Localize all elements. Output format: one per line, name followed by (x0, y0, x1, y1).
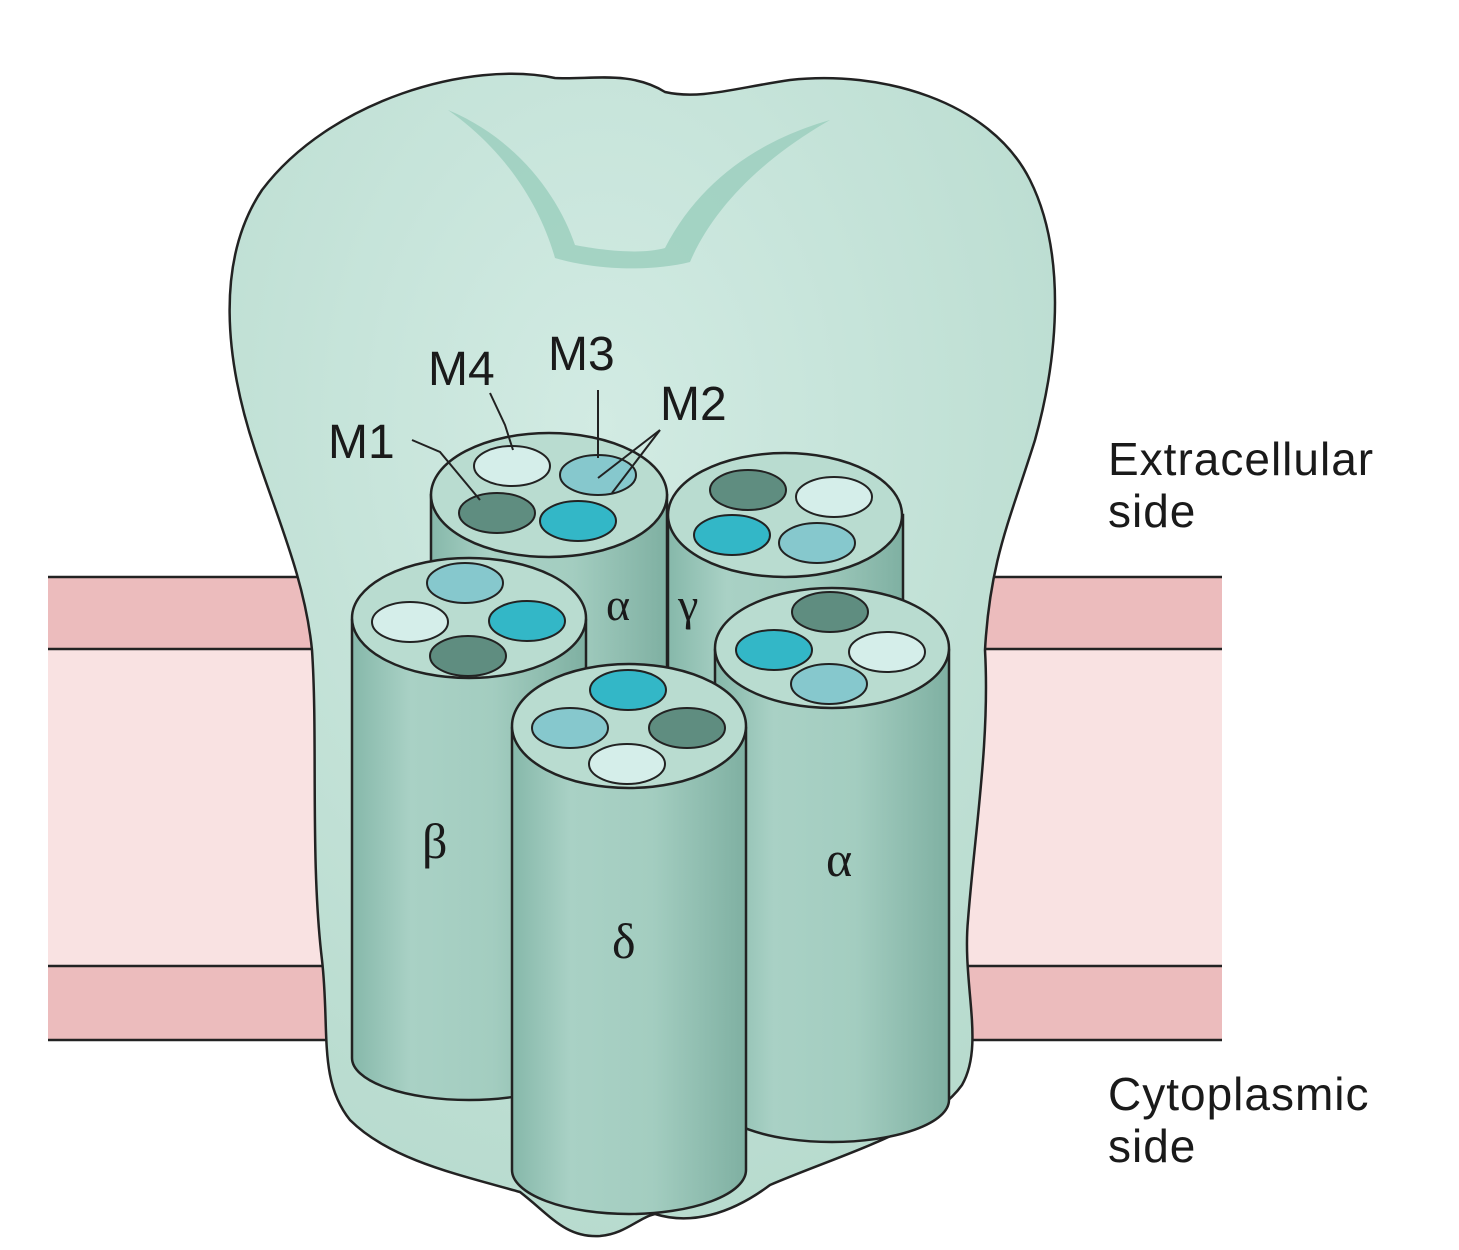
label-subunit-gamma: γ (677, 579, 698, 630)
label-subunit-delta: δ (612, 913, 636, 969)
helix-m1 (459, 493, 535, 533)
extracellular-line1: Extracellular (1108, 433, 1374, 485)
label-m4: M4 (428, 343, 495, 396)
helix-m2 (540, 501, 616, 541)
helix-m4 (474, 446, 550, 486)
cytoplasmic-side-label: Cytoplasmic side (1108, 1068, 1370, 1172)
extracellular-side-label: Extracellular side (1108, 433, 1374, 537)
cytoplasmic-line1: Cytoplasmic (1108, 1068, 1370, 1120)
label-m2: M2 (660, 378, 727, 431)
label-subunit-beta: β (422, 813, 447, 869)
label-m3: M3 (548, 328, 615, 381)
cytoplasmic-line2: side (1108, 1120, 1370, 1172)
label-m1: M1 (328, 416, 395, 469)
label-subunit-alpha-back: α (606, 579, 630, 630)
label-subunit-alpha-front: α (826, 831, 852, 887)
extracellular-line2: side (1108, 485, 1374, 537)
